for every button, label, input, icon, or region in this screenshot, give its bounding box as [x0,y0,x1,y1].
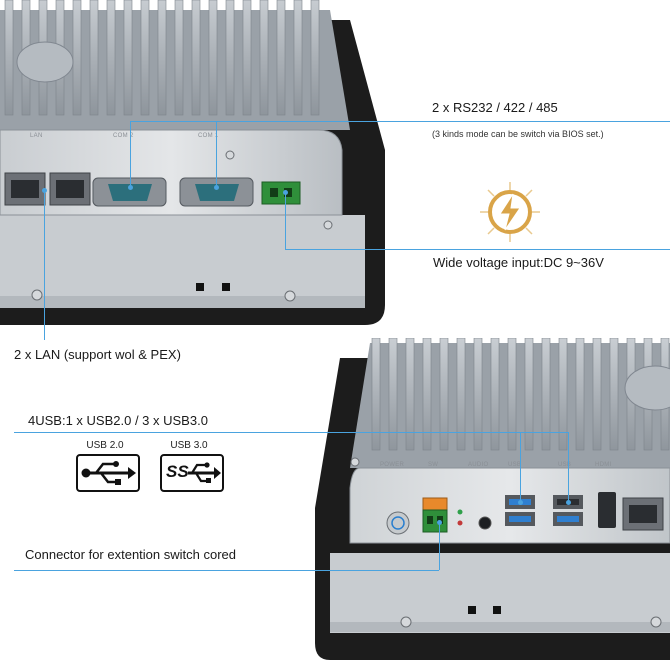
usb3-badge: SS [160,454,224,492]
voltage-callout-title: Wide voltage input:DC 9~36V [433,255,604,270]
sw-port-print: SW [428,462,438,468]
rs232-callout-drop-com1 [216,121,217,187]
rs232-callout-title: 2 x RS232 / 422 / 485 [432,100,558,115]
power-port-print: POWER [380,462,405,468]
top-device-image: LAN COM 2 COM 1 [0,0,385,325]
com-ports [92,177,254,207]
voltage-callout-drop [285,192,286,249]
switch-callout-drop [439,522,440,570]
lightning-bolt-icon [480,182,540,242]
com1-port-print: COM 1 [198,133,219,139]
usb2-badge [76,454,140,492]
usb-port-print-2: USB [558,462,571,468]
usb-callout-title: 4USB:1 x USB2.0 / 3 x USB3.0 [28,413,208,428]
lan-callout-line [44,190,45,340]
usb2-badge-caption: USB 2.0 [86,440,124,451]
switch-callout-title: Connector for extention switch cored [25,547,236,562]
lan-callout-title: 2 x LAN (support wol & PEX) [14,347,181,362]
lan-ports [4,172,91,206]
rs232-callout-line [130,121,670,122]
bottom-device-image: POWER SW AUDIO USB USB HDMI [315,338,670,660]
usb-callout-drop-2 [568,432,569,502]
switch-callout-line [14,570,439,571]
rs232-callout-note: (3 kinds mode can be switch via BIOS set… [432,129,604,139]
superspeed-usb-icon: SS [166,462,189,481]
usb-port-print-1: USB [508,462,521,468]
hdmi-port-print: HDMI [595,462,612,468]
usb-trident-icon [81,461,136,485]
lan-port-print: LAN [30,133,43,139]
usb3-badge-caption: USB 3.0 [170,440,208,451]
usb-callout-drop-1 [520,432,521,502]
voltage-callout-line [285,249,670,250]
com2-port-print: COM 2 [113,133,134,139]
audio-port-print: AUDIO [468,462,489,468]
usb-callout-line [14,432,568,433]
rs232-callout-drop-com2 [130,121,131,187]
